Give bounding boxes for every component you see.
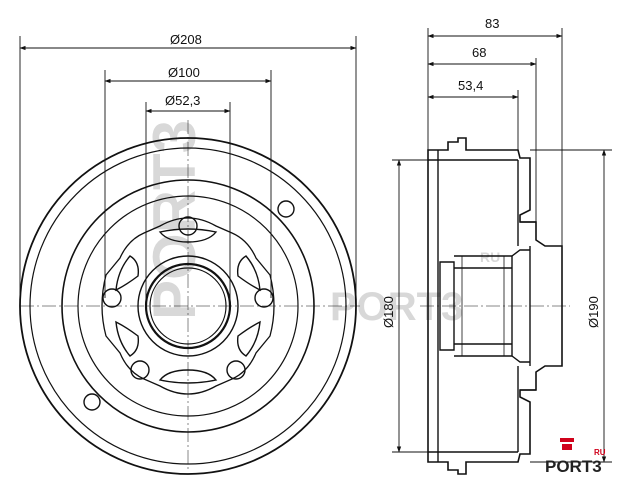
dim-label-h180: Ø180	[381, 296, 396, 328]
front-view	[19, 120, 360, 475]
front-dimensions	[19, 36, 357, 300]
dim-label-w68: 68	[472, 45, 486, 60]
hub-section	[511, 249, 530, 363]
flange-window	[158, 369, 218, 384]
drum-outline	[427, 137, 563, 475]
stud-hole	[102, 288, 122, 308]
stud-hole	[254, 288, 274, 308]
watermark-right: PORT3	[330, 285, 463, 329]
stud-hole	[130, 360, 150, 380]
hub-flange	[101, 217, 275, 395]
dim-label-d100: Ø100	[168, 65, 200, 80]
dim-label-w53: 53,4	[458, 78, 483, 93]
hub-outer	[137, 255, 239, 357]
ring-hole	[83, 393, 101, 411]
dim-label-d52: Ø52,3	[165, 93, 200, 108]
watermark: PORT3 PORT3 RU	[141, 120, 500, 329]
logo-piston-icon	[562, 444, 572, 450]
friction-ring	[61, 179, 315, 433]
flange-window	[115, 320, 140, 357]
side-dimensions	[392, 28, 612, 463]
watermark-suffix: RU	[480, 249, 500, 265]
logo-piston-icon	[560, 438, 574, 442]
outer-ring-inner	[29, 147, 347, 465]
flange-window	[115, 255, 140, 292]
flange-window	[158, 228, 218, 243]
side-view	[420, 137, 570, 475]
dim-label-h190: Ø190	[586, 296, 601, 328]
stud-hole	[178, 216, 198, 236]
logo-text: PORT3	[545, 457, 602, 476]
hub-section	[439, 261, 455, 351]
ring-hole	[277, 200, 295, 218]
outer-ring	[19, 137, 357, 475]
stud-hole	[226, 360, 246, 380]
dim-label-w83: 83	[485, 16, 499, 31]
port3-logo: RU PORT3	[545, 438, 606, 476]
dim-label-d208: Ø208	[170, 32, 202, 47]
flange-window	[236, 255, 261, 292]
hub-bore-inner	[149, 267, 227, 345]
friction-ring-inner	[77, 195, 299, 417]
logo-suffix: RU	[594, 448, 606, 457]
hub-bore	[144, 262, 232, 350]
flange-window	[236, 320, 261, 357]
